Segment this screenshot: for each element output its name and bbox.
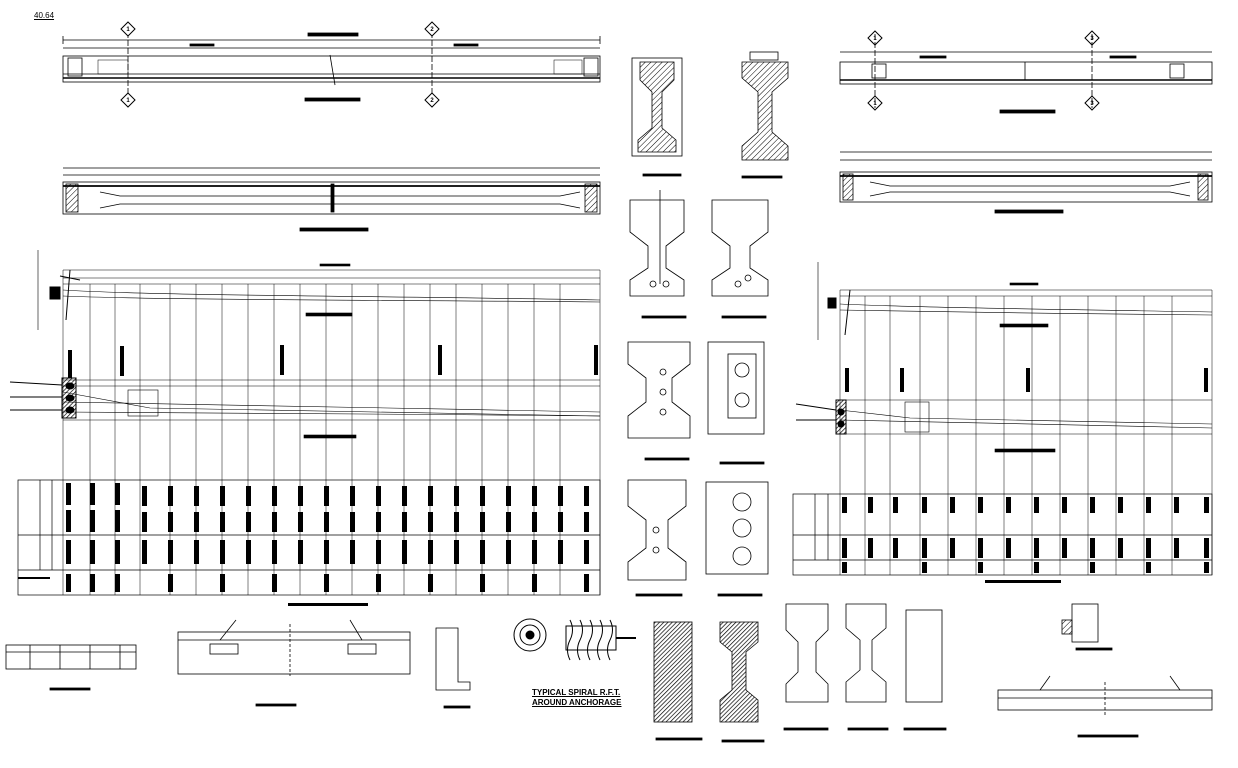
girder-elevation-top-right: [839, 34, 1213, 114]
stirrup-detail: [177, 619, 411, 707]
cable-profile-right: [817, 262, 1213, 453]
cable-schedule-table-left: [17, 479, 601, 596]
cable-schedule-values-left: [66, 345, 598, 606]
section-marker-group: [120, 21, 1100, 111]
section-marker-label: 1: [126, 98, 130, 104]
anchorage-right: [795, 289, 851, 435]
spiral-detail-title-line1: TYPICAL SPIRAL R.F.T.: [532, 688, 621, 697]
section-marker-label: 1: [126, 27, 130, 33]
section-marker-label: 2: [430, 27, 434, 33]
hook-detail: [435, 627, 471, 709]
section-marker-label: 2: [430, 98, 434, 104]
cable-schedule-values-right: [842, 368, 1209, 583]
cross-section-midspan: [741, 51, 789, 179]
bottom-detail-right: [997, 603, 1213, 738]
girder-elevation-top-left: [62, 24, 601, 102]
girder-plan-left: [62, 167, 601, 232]
spiral-reinforcement-detail: [513, 618, 636, 661]
cable-schedule-table-right: [792, 493, 1213, 576]
anchorage-left: [9, 269, 81, 419]
spiral-detail-title-line2: AROUND ANCHORAGE: [532, 698, 622, 707]
bottom-sections: [653, 603, 947, 743]
cross-section-end-block: [631, 57, 683, 177]
tendon-section-1: [629, 190, 769, 319]
tendon-section-2: [627, 341, 765, 465]
cable-profile-right-gridlines: [839, 290, 1213, 575]
tendon-section-3: [627, 479, 769, 597]
spiral-detail-title: TYPICAL SPIRAL R.F.T. AROUND ANCHORAGE: [532, 688, 621, 708]
sheet-number: 40.64: [34, 11, 55, 20]
bottom-detail-left: [5, 644, 137, 691]
cable-profile-left: [37, 250, 601, 439]
girder-plan-right: [839, 151, 1213, 214]
